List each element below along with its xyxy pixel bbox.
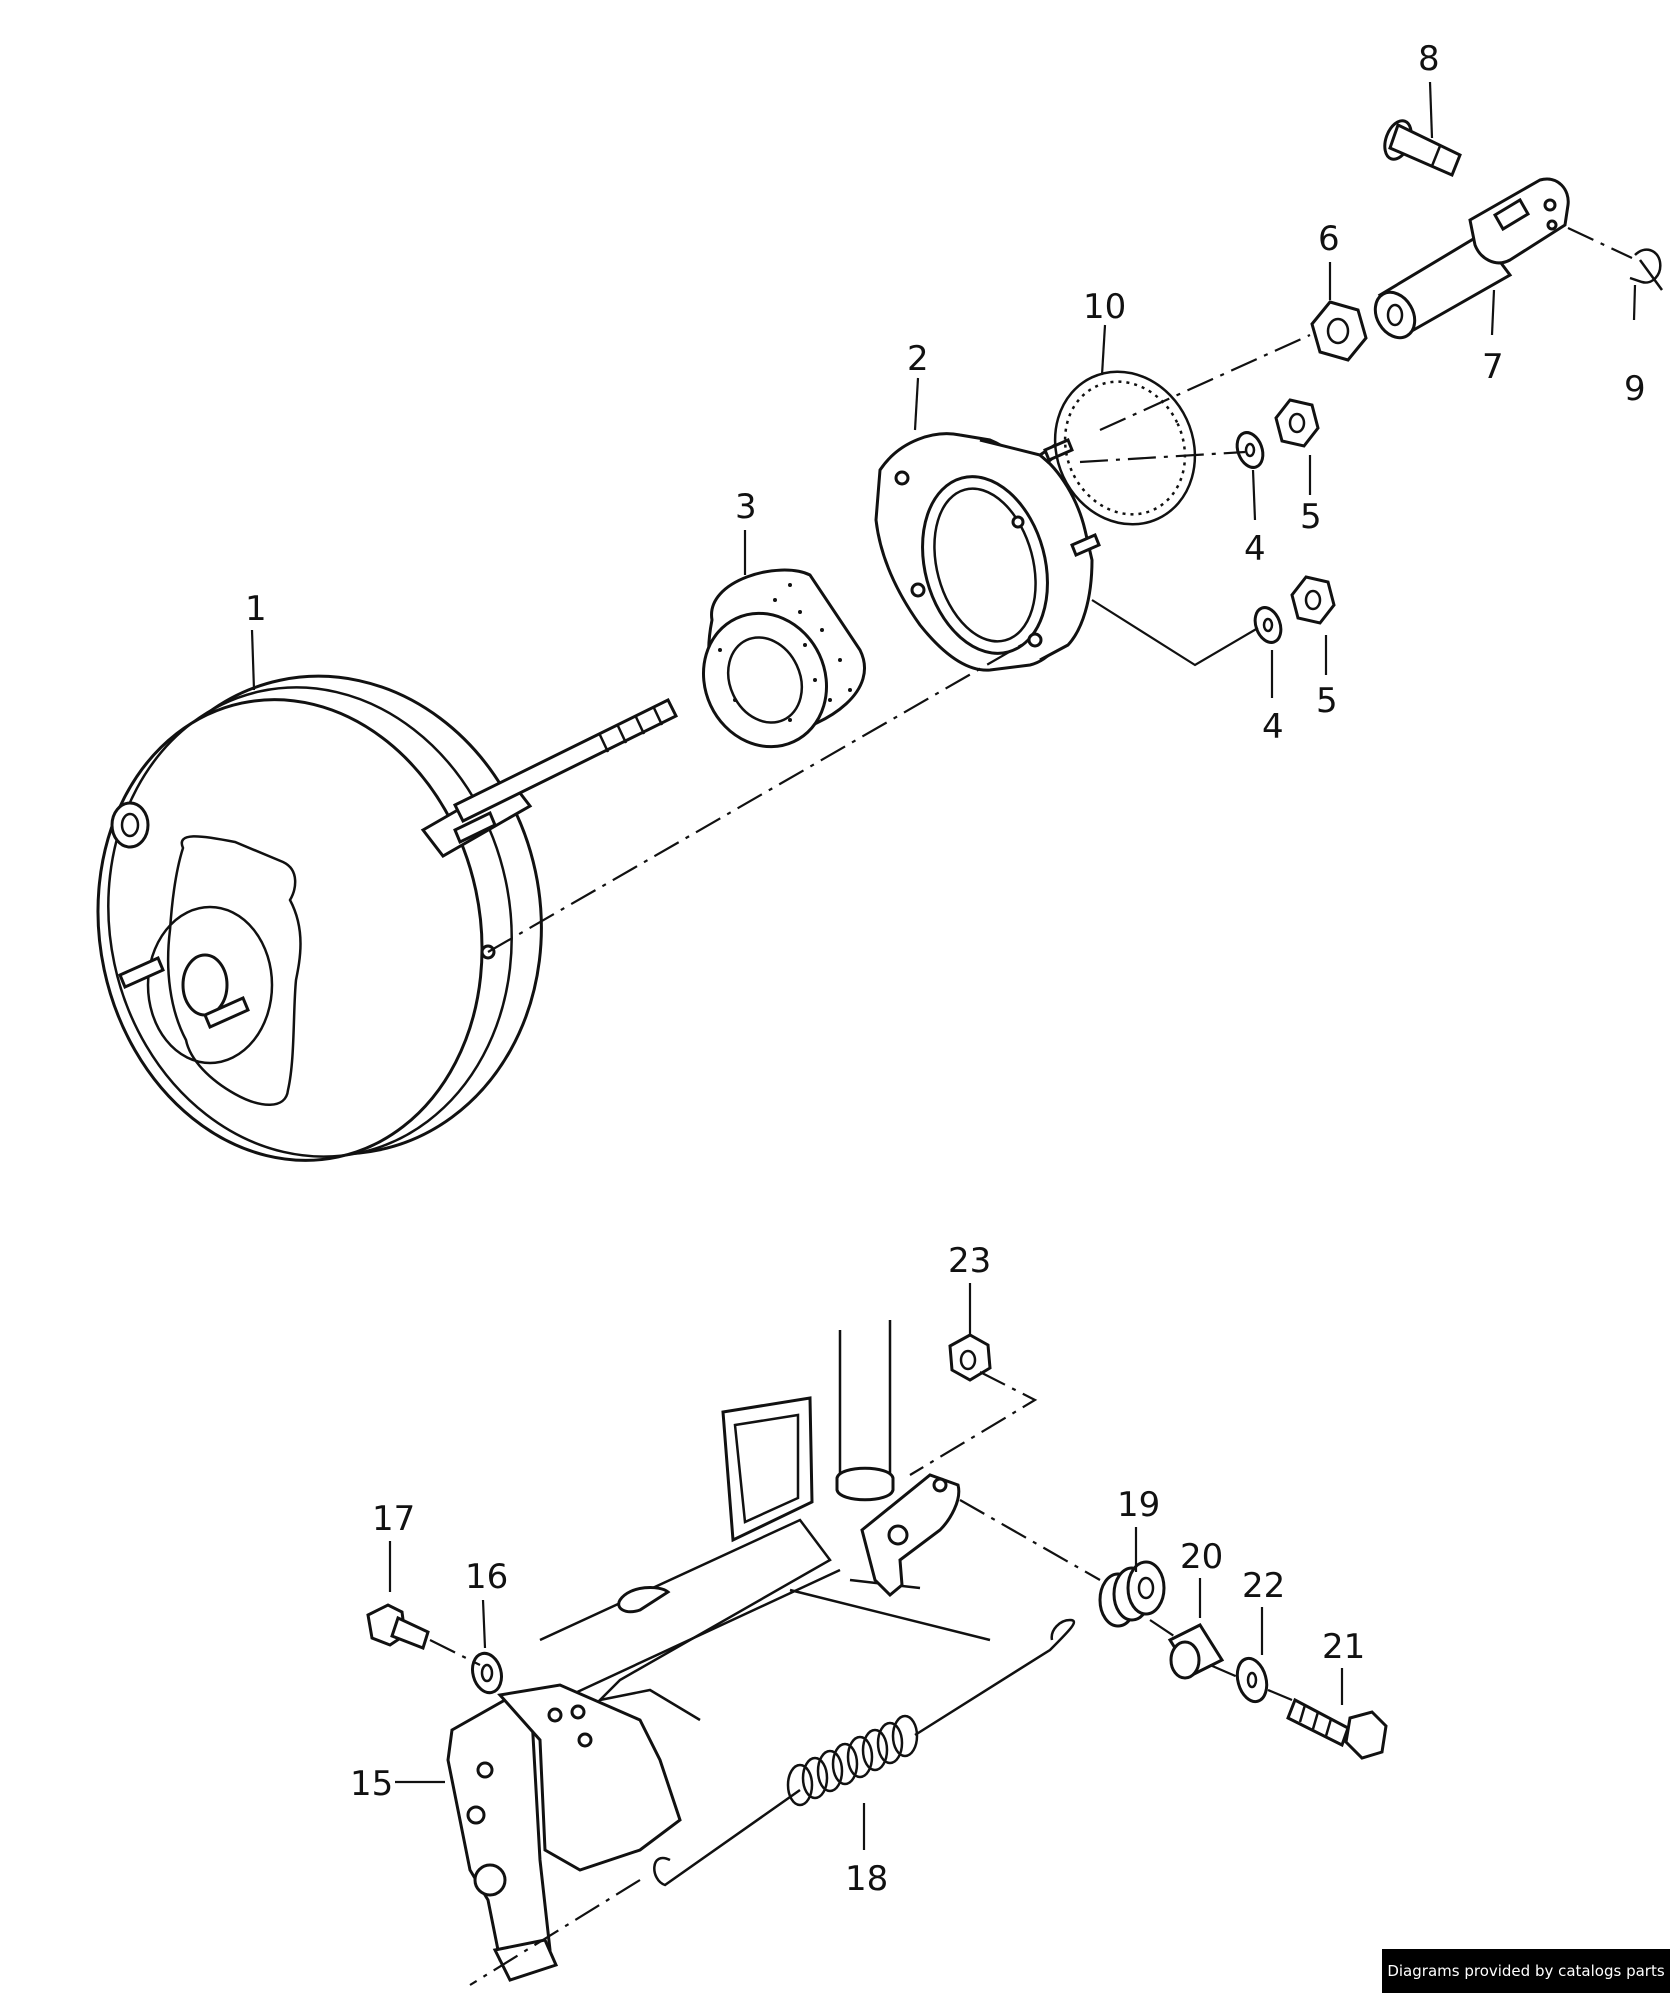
callout-19[interactable]: 19	[1117, 1485, 1160, 1525]
callout-5-lower[interactable]: 5	[1316, 681, 1338, 721]
callout-22[interactable]: 22	[1242, 1566, 1285, 1606]
callout-18[interactable]: 18	[845, 1859, 888, 1899]
callout-6[interactable]: 6	[1318, 219, 1340, 259]
upper-assembly-axis-lines	[487, 227, 1633, 953]
callout-21[interactable]: 21	[1322, 1627, 1365, 1667]
callout-23[interactable]: 23	[948, 1241, 991, 1281]
callout-2[interactable]: 2	[907, 339, 929, 379]
washer-4-lower[interactable]	[1251, 604, 1286, 646]
pedal-bracket[interactable]	[539, 1320, 991, 1741]
sleeve[interactable]	[682, 568, 867, 767]
lower-assembly-axis-lines	[429, 1371, 1293, 1986]
callout-4-upper[interactable]: 4	[1244, 529, 1266, 569]
pushrod-clevis[interactable]	[1367, 177, 1570, 345]
brake-booster[interactable]	[56, 637, 679, 1197]
flange-adapter[interactable]	[874, 432, 1101, 672]
washer-22[interactable]	[1233, 1655, 1271, 1705]
callout-labels: 1 2 3 4 4 5 5 6 7 8 9 10 15 16 17 18 19 …	[245, 39, 1646, 1899]
callout-20[interactable]: 20	[1180, 1537, 1223, 1577]
clevis-pin[interactable]	[1380, 117, 1462, 177]
callout-1[interactable]: 1	[245, 589, 267, 629]
callout-16[interactable]: 16	[465, 1557, 508, 1597]
callout-leaders	[250, 81, 1637, 1850]
pivot-bracket[interactable]	[860, 1473, 961, 1598]
callout-15[interactable]: 15	[350, 1764, 393, 1804]
washer-4-upper[interactable]	[1233, 429, 1268, 471]
washer-16[interactable]	[468, 1650, 505, 1696]
spacer-sleeve[interactable]	[1167, 1623, 1225, 1680]
callout-8[interactable]: 8	[1418, 39, 1440, 79]
callout-3[interactable]: 3	[735, 487, 757, 527]
return-spring[interactable]	[653, 1618, 1076, 1887]
bushing-19[interactable]	[1098, 1560, 1166, 1628]
bolt-17[interactable]	[366, 1603, 430, 1650]
callout-4-lower[interactable]: 4	[1262, 707, 1284, 747]
callout-17[interactable]: 17	[372, 1499, 415, 1539]
brake-pedal[interactable]	[446, 1683, 701, 1982]
callout-7[interactable]: 7	[1482, 347, 1504, 387]
retaining-clip[interactable]	[1629, 248, 1664, 291]
bolt-21[interactable]	[1286, 1697, 1388, 1760]
callout-9[interactable]: 9	[1624, 369, 1646, 409]
nut-5-upper[interactable]	[1274, 398, 1320, 448]
diagram-credit: Diagrams provided by catalogs parts	[1382, 1949, 1670, 1993]
callout-5-upper[interactable]: 5	[1300, 497, 1322, 537]
nut-6[interactable]	[1310, 300, 1368, 362]
callout-10[interactable]: 10	[1083, 287, 1126, 327]
nut-5-lower[interactable]	[1290, 575, 1336, 625]
